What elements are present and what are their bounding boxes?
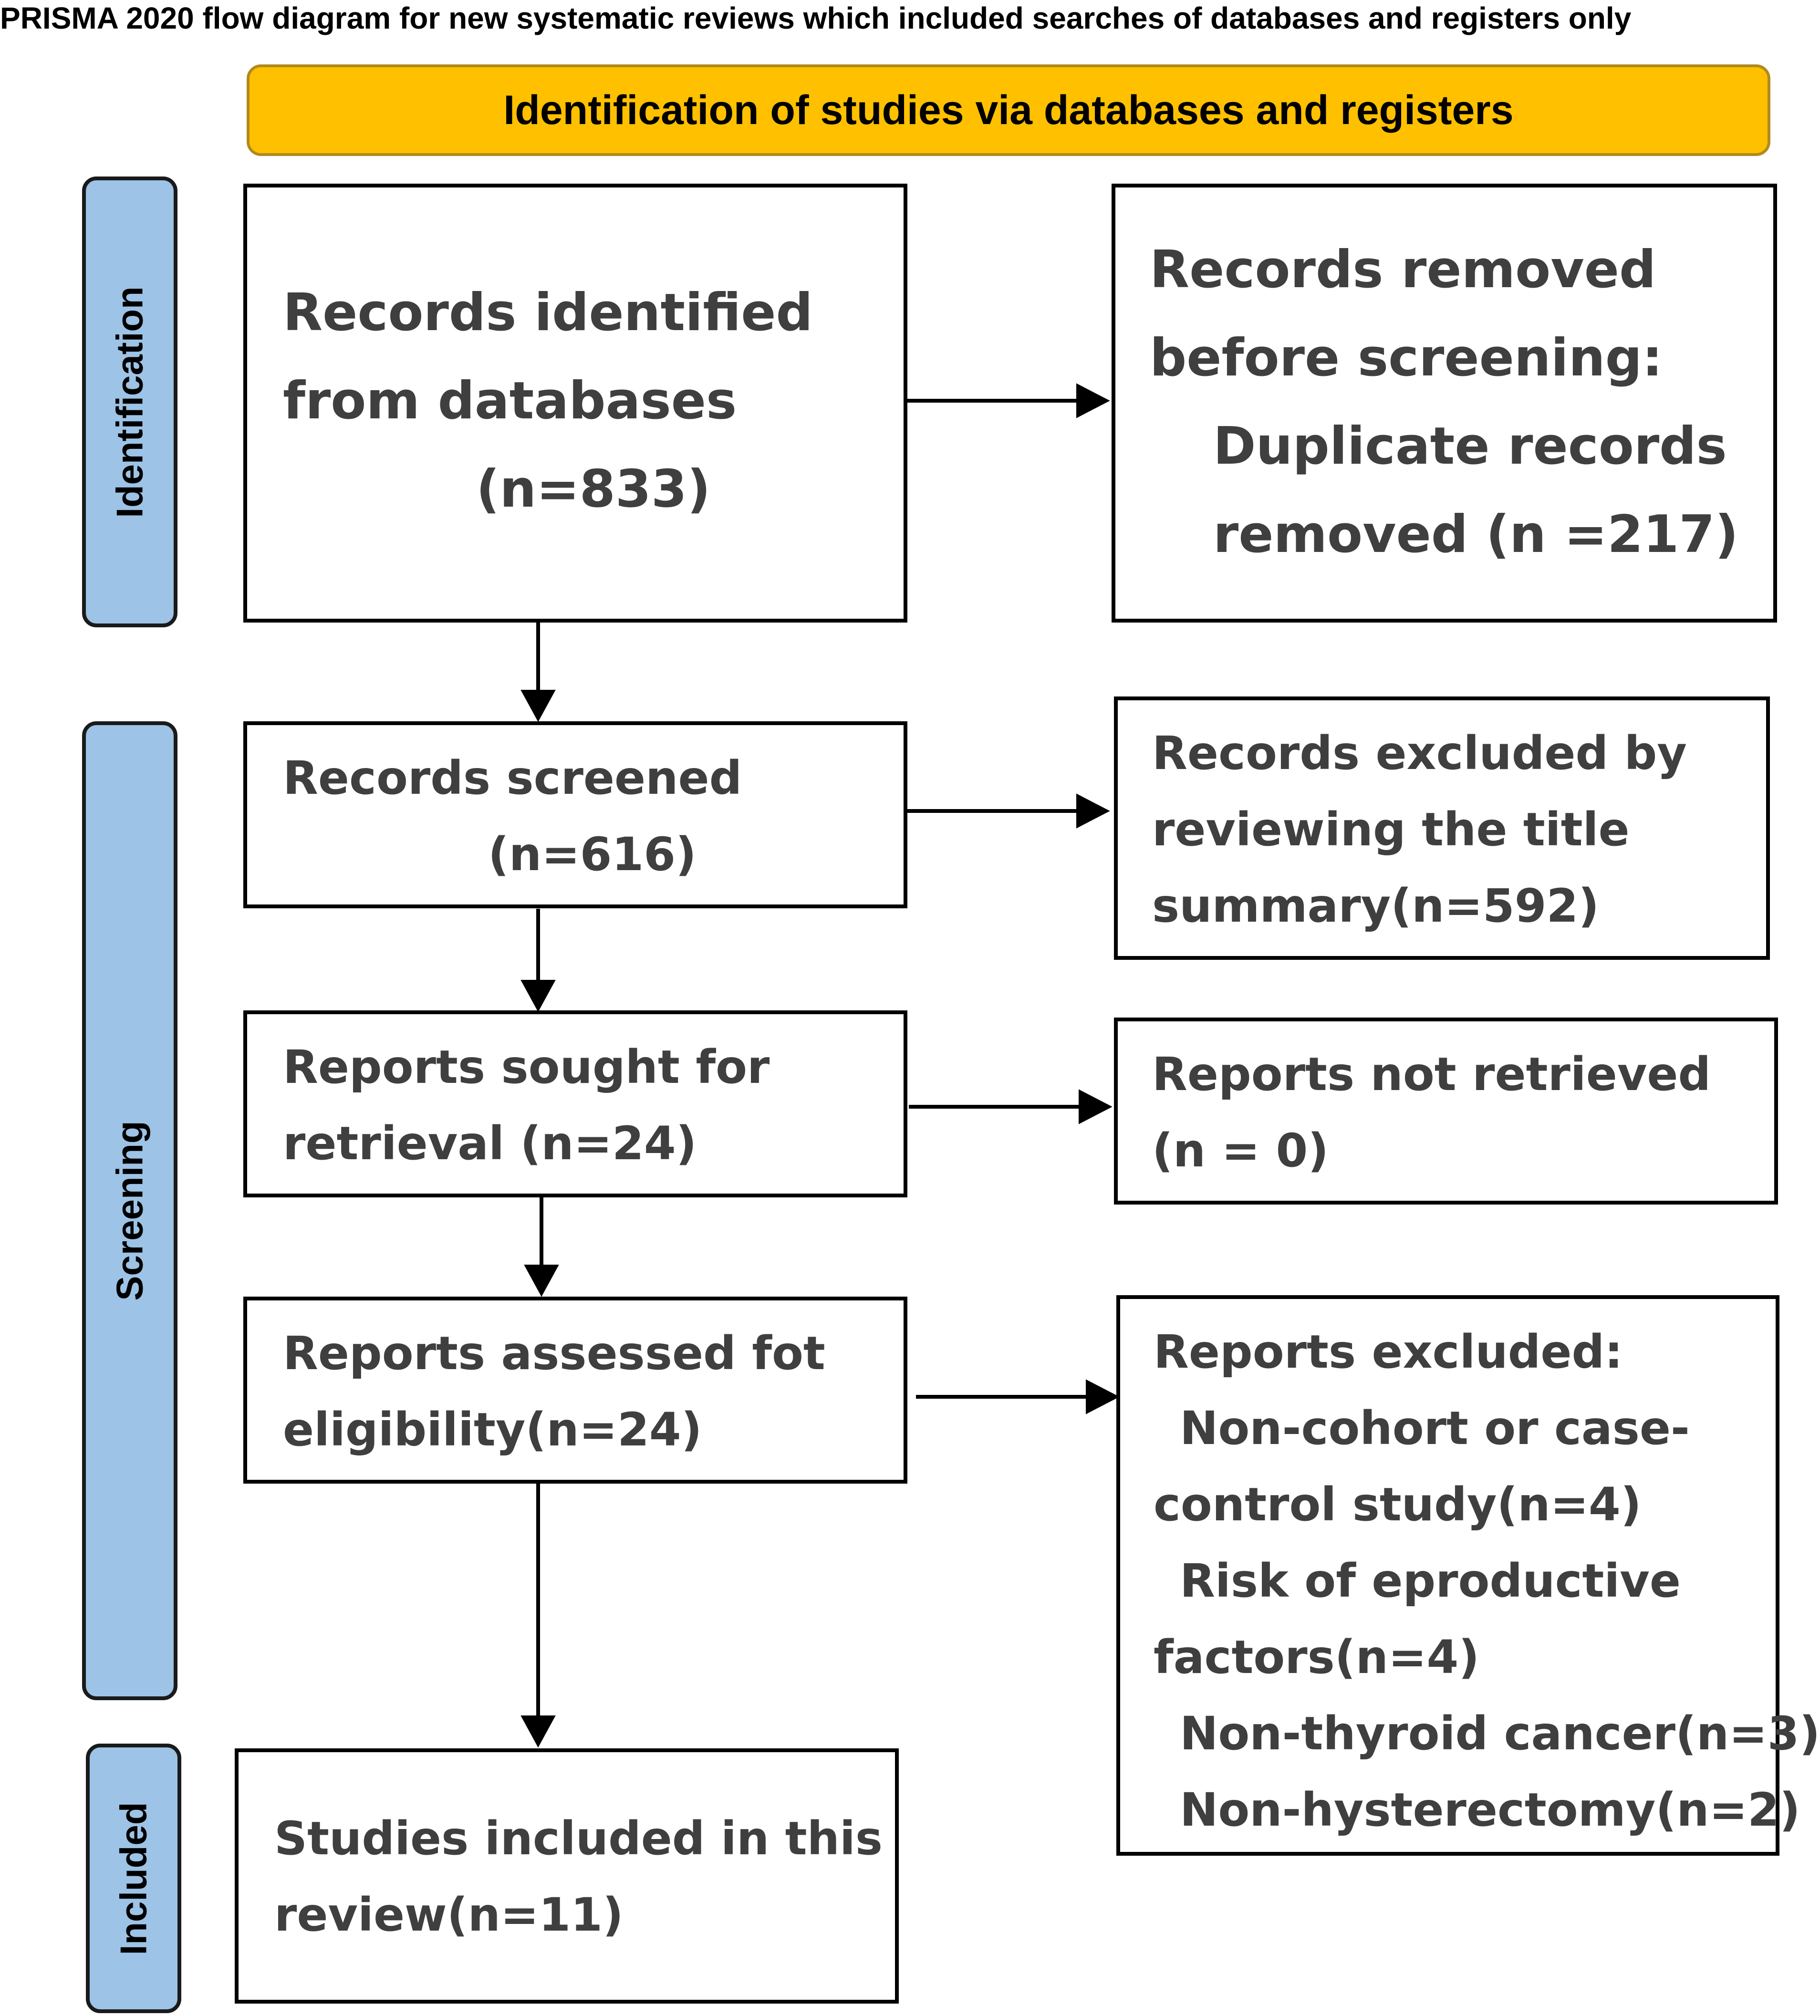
phase-screening-label: Screening xyxy=(108,1121,151,1301)
phase-included-label: Included xyxy=(112,1802,155,1955)
box-line: Records screened xyxy=(283,751,742,805)
records-identified-box: Records identified from databases (n=833… xyxy=(243,184,907,623)
box-line: (n=616) xyxy=(488,828,697,881)
box-line: control study(n=4) xyxy=(1154,1478,1642,1531)
reports-excluded-box: Reports excluded: Non-cohort or case- co… xyxy=(1116,1295,1820,1856)
box-line: (n=833) xyxy=(476,459,711,519)
box-line: (n = 0) xyxy=(1152,1124,1329,1177)
box-line: summary(n=592) xyxy=(1152,879,1600,933)
box-line: retrieval (n=24) xyxy=(283,1117,697,1170)
studies-included-box: Studies included in this review(n=11) xyxy=(235,1748,899,2004)
box-line: Records removed xyxy=(1150,240,1656,300)
records-removed-box: Records removed before screening: Duplic… xyxy=(1112,184,1777,623)
box-line: before screening: xyxy=(1150,328,1663,388)
box-line: Non-thyroid cancer(n=3) xyxy=(1180,1707,1820,1760)
reports-not-retrieved-box: Reports not retrieved (n = 0) xyxy=(1114,1018,1778,1205)
banner-label: Identification of studies via databases … xyxy=(503,87,1514,133)
records-excluded-box: Records excluded by reviewing the title … xyxy=(1114,696,1770,960)
phase-included: Included xyxy=(86,1744,181,2013)
box-line: Reports excluded: xyxy=(1154,1325,1623,1379)
box-line: Records identified xyxy=(283,283,813,343)
phase-identification: Identification xyxy=(82,177,177,627)
box-line: Reports sought for xyxy=(283,1040,770,1094)
box-line: Duplicate records xyxy=(1213,416,1727,476)
records-screened-box: Records screened (n=616) xyxy=(243,721,907,908)
phase-identification-label: Identification xyxy=(108,286,151,518)
phase-screening: Screening xyxy=(82,721,177,1700)
box-line: eligibility(n=24) xyxy=(283,1403,702,1456)
reports-assessed-box: Reports assessed fot eligibility(n=24) xyxy=(243,1297,907,1484)
identification-banner: Identification of studies via databases … xyxy=(247,64,1770,156)
box-line: factors(n=4) xyxy=(1154,1631,1480,1684)
reports-sought-box: Reports sought for retrieval (n=24) xyxy=(243,1010,907,1197)
box-line: Studies included in this xyxy=(274,1812,883,1865)
box-line: reviewing the title xyxy=(1152,803,1630,856)
box-line: Risk of eproductive xyxy=(1180,1554,1681,1608)
box-line: Non-hysterectomy(n=2) xyxy=(1180,1783,1800,1837)
box-line: review(n=11) xyxy=(274,1888,624,1942)
box-line: Reports assessed fot xyxy=(283,1327,825,1380)
box-line: Records excluded by xyxy=(1152,727,1687,780)
box-line: from databases xyxy=(283,371,737,431)
box-line: removed (n =217) xyxy=(1213,505,1738,564)
box-line: Non-cohort or case- xyxy=(1180,1402,1690,1455)
box-line: Reports not retrieved xyxy=(1152,1048,1711,1101)
diagram-title: PRISMA 2020 flow diagram for new systema… xyxy=(0,1,1632,35)
